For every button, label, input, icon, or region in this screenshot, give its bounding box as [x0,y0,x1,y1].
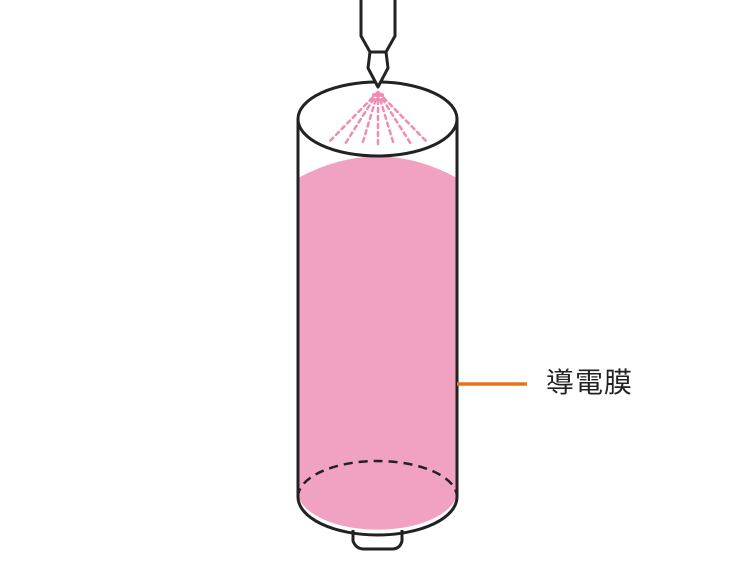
spray-origin [372,93,384,101]
conductive-film-label: 導電膜 [546,366,634,399]
spray-nozzle [359,0,397,89]
cylinder-bottom-back-hidden [296,459,459,498]
cylinder-bottom-front [296,496,459,537]
conductive-film [298,156,457,530]
spray-mist [326,90,430,148]
